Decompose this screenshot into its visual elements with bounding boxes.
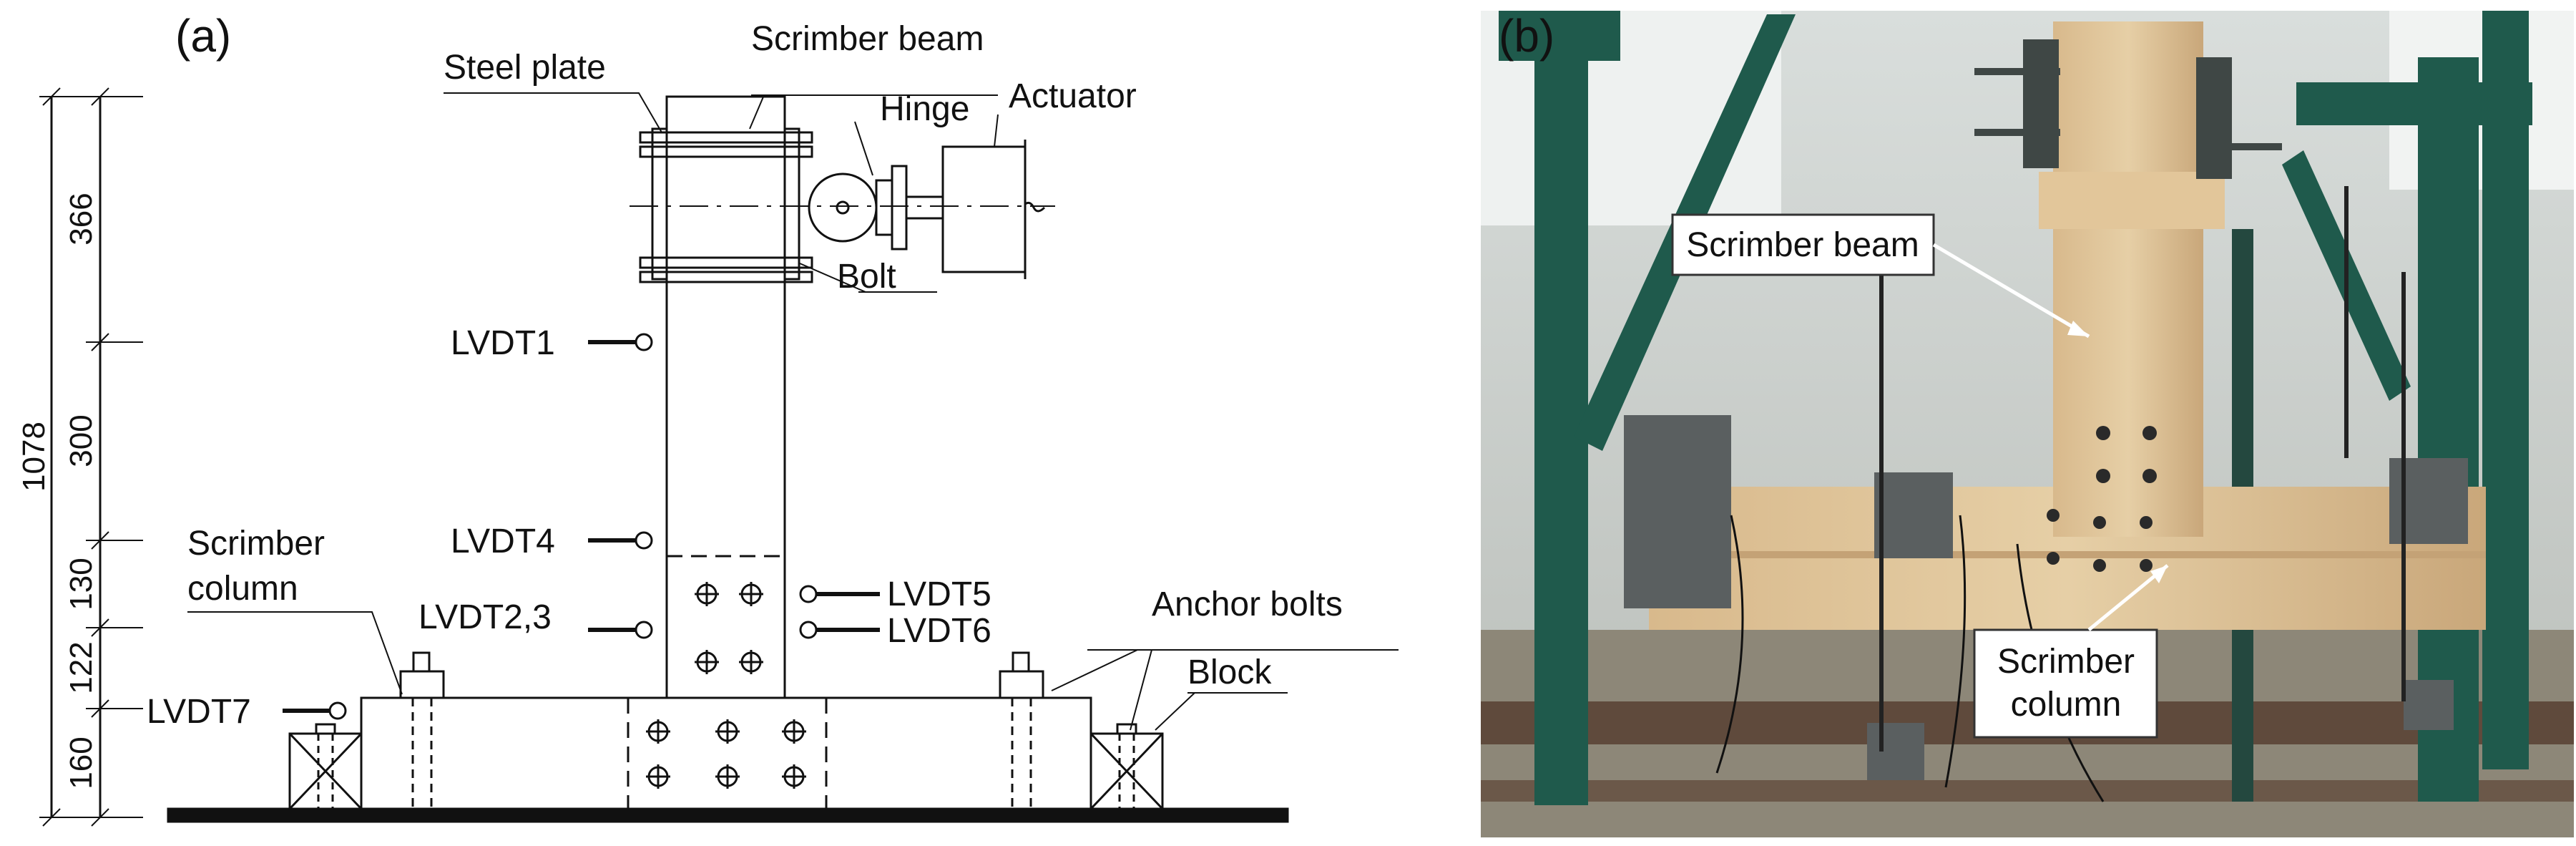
callout-column-label-2: column	[2011, 686, 2122, 724]
dim-130: 130	[64, 558, 99, 610]
lvdt4-label: LVDT4	[451, 522, 555, 560]
dim-300: 300	[64, 414, 99, 467]
schematic-drawing: 1078 366 300 130 122 160 (a) Steel plate…	[16, 10, 1399, 827]
callout-column-label-1: Scrimber	[1997, 643, 2135, 681]
lvdt-sensors	[283, 333, 880, 720]
panel-b-label: (b)	[1499, 10, 1554, 62]
test-setup-photo: Scrimber beam Scrimber column (b)	[1481, 10, 2574, 837]
anchor-bolts-label: Anchor bolts	[1152, 585, 1343, 623]
callout-beam-label: Scrimber beam	[1686, 226, 1919, 264]
top-steel-plates	[1974, 39, 2282, 179]
leader-lines	[187, 92, 1399, 731]
threaded-rods	[1879, 186, 2406, 752]
callout-beam: Scrimber beam	[1671, 213, 2090, 339]
lvdt7-label: LVDT7	[147, 693, 251, 731]
block-label: Block	[1187, 653, 1272, 691]
panel-a-schematic: 1078 366 300 130 122 160 (a) Steel plate…	[16, 10, 1399, 827]
lvdt6-label: LVDT6	[887, 612, 991, 650]
block-left	[288, 723, 363, 810]
anchor-bolt-right	[999, 651, 1044, 809]
steel-plates	[639, 127, 813, 283]
ground-slab	[167, 807, 1289, 823]
actuator	[941, 140, 1046, 279]
panel-a-label: (a)	[175, 10, 231, 62]
lvdt5-label: LVDT5	[887, 575, 991, 613]
column-bolts	[646, 719, 806, 789]
hinge	[808, 165, 943, 251]
callout-column: Scrimber column	[1973, 564, 2169, 739]
lvdt23-label: LVDT2,3	[418, 598, 552, 636]
scrimber-beam-label: Scrimber beam	[751, 20, 984, 58]
beam-cap-block	[2039, 172, 2225, 229]
scrimber-beam-photo	[2053, 21, 2203, 537]
bolt-label: Bolt	[837, 258, 896, 296]
anchor-bolt-left	[399, 651, 445, 809]
dimension-ticks	[39, 87, 143, 827]
column-fixtures	[1624, 415, 2468, 780]
beam-bolts	[695, 582, 763, 674]
connection-bolts-photo	[2047, 426, 2157, 572]
block-right	[1089, 723, 1164, 810]
actuator-label: Actuator	[1009, 77, 1137, 115]
dim-total: 1078	[16, 422, 52, 492]
panel-b-photo: Scrimber beam Scrimber column (b)	[1459, 0, 2576, 842]
scrimber-column-label-1: Scrimber	[187, 525, 325, 563]
hinge-label: Hinge	[880, 90, 969, 128]
scrimber-column-label-2: column	[187, 570, 298, 608]
scrimber-beam	[665, 95, 786, 699]
scrimber-column	[360, 696, 1092, 810]
lvdt1-label: LVDT1	[451, 324, 555, 362]
column-connection-zone	[627, 698, 828, 809]
dim-122: 122	[64, 641, 99, 694]
steel-plate-label: Steel plate	[444, 49, 606, 87]
dim-160: 160	[64, 736, 99, 789]
dim-366: 366	[64, 193, 99, 245]
column-lamination	[1649, 551, 2486, 558]
dimension-labels: 1078 366 300 130 122 160	[16, 193, 99, 789]
floor-rail	[1481, 780, 2574, 802]
